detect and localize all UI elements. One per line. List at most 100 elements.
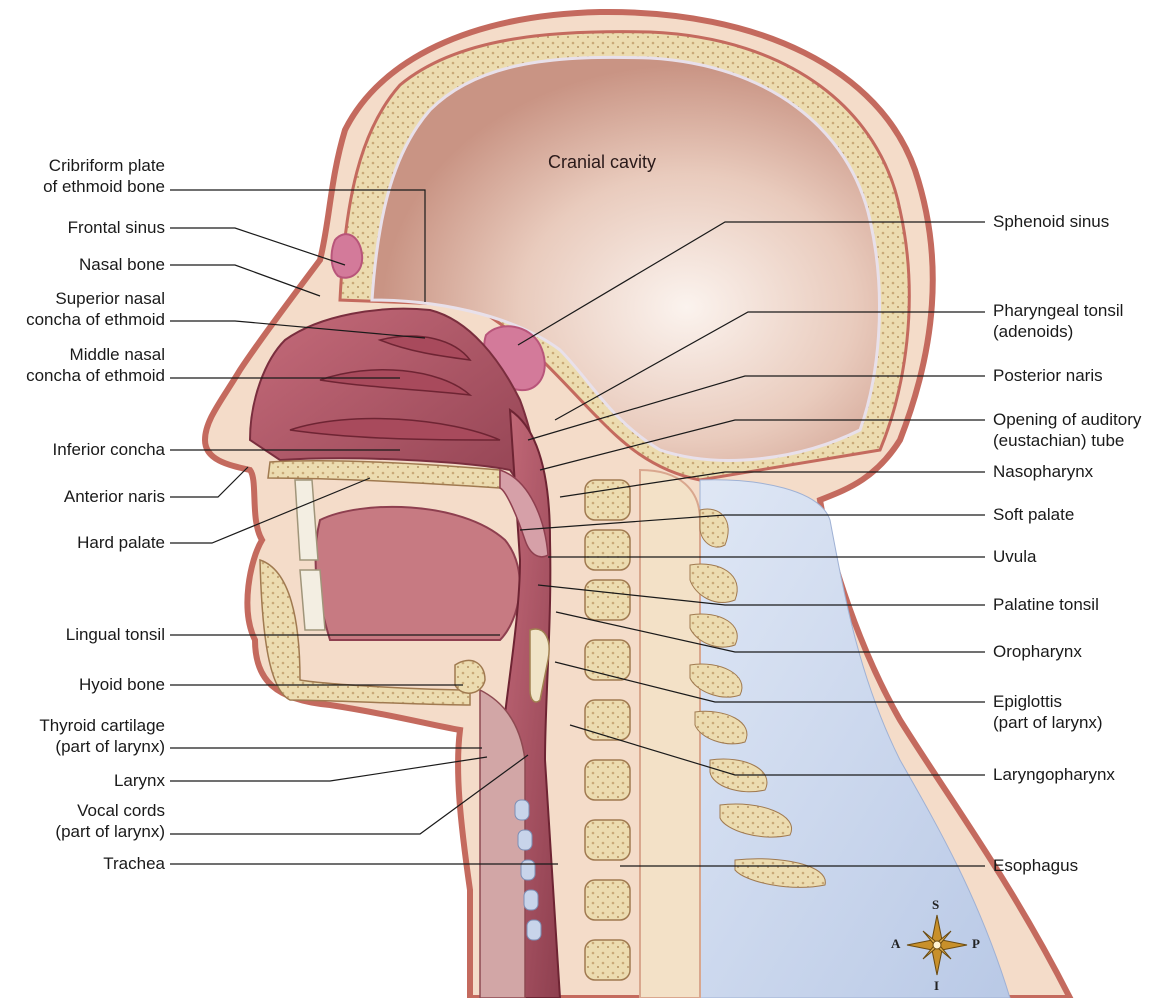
spinal-column-band [639,468,701,998]
leader-lines [170,189,985,867]
label-line: Inferior concha [52,440,165,459]
label-line: Posterior naris [993,366,1103,385]
leader-anterior-naris [170,466,249,498]
leader-soft-palate [519,514,985,531]
cranial-cavity-region [370,55,881,462]
inferior-concha-shape [289,417,501,441]
leader-vocal-cords [170,754,529,835]
label-posterior-naris: Posterior naris [993,365,1103,386]
label-oropharynx: Oropharynx [993,641,1082,662]
label-line: Larynx [113,771,165,790]
label-line: of ethmoid bone [43,177,165,196]
label-palatine-tonsil: Palatine tonsil [993,594,1099,615]
label-hard-palate: Hard palate [77,532,165,553]
label-line: Soft palate [993,505,1075,524]
label-soft-palate: Soft palate [993,504,1074,525]
label-line: Laryngopharynx [993,765,1115,784]
label-line: (eustachian) tube [993,431,1125,450]
leader-pharyngeal-tonsil [554,311,985,421]
label-thyroid-cartilage: Thyroid cartilage (part of larynx) [39,715,165,757]
label-nasopharynx: Nasopharynx [993,461,1093,482]
lower-teeth [299,569,326,631]
label-line: Epiglottis [993,692,1062,711]
label-line: Superior nasal [55,289,165,308]
label-anterior-naris: Anterior naris [64,486,165,507]
label-line: Middle nasal [69,345,165,364]
nasal-cavity [248,307,546,521]
leader-oropharynx [555,611,985,653]
trachea-rings [514,799,542,941]
leader-frontal-sinus [170,227,346,266]
label-line: Hard palate [77,533,165,552]
label-nasal-bone: Nasal bone [79,254,165,275]
label-frontal-sinus: Frontal sinus [68,217,165,238]
label-line: (part of larynx) [55,822,165,841]
label-line: Anterior naris [63,487,165,506]
label-lingual-tonsil: Lingual tonsil [66,624,165,645]
compass-inferior-letter: I [934,978,940,993]
label-uvula: Uvula [993,546,1036,567]
label-esophagus: Esophagus [993,855,1078,876]
compass-posterior-letter: P [972,936,980,951]
label-sphenoid-sinus: Sphenoid sinus [993,211,1109,232]
upper-teeth [294,479,319,561]
label-inferior-concha: Inferior concha [53,439,165,460]
label-line: Cribriform plate [48,156,165,175]
label-pharyngeal-tonsil: Pharyngeal tonsil (adenoids) [993,300,1123,342]
orientation-compass [906,914,968,976]
cervical-vertebrae [584,479,826,981]
label-line: Nasal bone [78,255,165,274]
epiglottis-shape [529,628,550,703]
soft-palate-shape [499,468,549,558]
label-line: Frontal sinus [67,218,165,237]
label-line: Palatine tonsil [993,595,1099,614]
label-line: (part of larynx) [55,737,165,756]
leader-larynx [170,756,488,782]
leader-hard-palate [170,477,371,544]
leader-palatine-tonsil [537,584,985,606]
superior-concha-shape [377,335,472,361]
label-line: Pharyngeal tonsil [993,301,1124,320]
leader-nasopharynx [559,471,985,498]
label-line: (adenoids) [993,322,1074,341]
compass-anterior-letter: A [891,936,901,951]
leader-laryngopharynx [569,724,985,776]
mandible-shape [259,558,471,706]
label-line: Hyoid bone [78,675,165,694]
leader-posterior-naris [527,375,985,441]
label-line: Vocal cords [77,801,165,820]
label-line: (part of larynx) [993,713,1103,732]
cranial-cavity-label: Cranial cavity [548,152,657,172]
hyoid-shape [454,659,486,694]
middle-concha-shape [319,368,473,397]
label-vocal-cords: Vocal cords (part of larynx) [55,800,165,842]
label-larynx: Larynx [114,770,165,791]
leader-epiglottis [554,661,985,703]
leader-sphenoid [517,221,985,346]
label-line: concha of ethmoid [26,310,165,329]
label-trachea: Trachea [103,853,165,874]
label-hyoid-bone: Hyoid bone [79,674,165,695]
label-line: Trachea [103,854,165,873]
leader-auditory [539,419,985,471]
label-line: Thyroid cartilage [39,716,165,735]
label-line: Opening of auditory [993,410,1142,429]
label-superior-nasal-concha: Superior nasal concha of ethmoid [26,288,165,330]
label-line: Oropharynx [993,642,1082,661]
label-line: Uvula [993,547,1037,566]
label-line: concha of ethmoid [26,366,165,385]
label-line: Sphenoid sinus [993,212,1110,231]
label-epiglottis: Epiglottis (part of larynx) [993,691,1103,733]
label-middle-nasal-concha: Middle nasal concha of ethmoid [26,344,165,386]
compass-superior-letter: S [932,897,940,912]
leader-nasal-bone [170,264,321,297]
label-line: Esophagus [993,856,1079,875]
label-line: Nasopharynx [993,462,1094,481]
frontal-sinus-shape [330,233,364,279]
leader-superior-concha [170,320,426,339]
label-laryngopharynx: Laryngopharynx [993,764,1115,785]
label-line: Lingual tonsil [65,625,165,644]
leader-cribriform [170,189,426,302]
